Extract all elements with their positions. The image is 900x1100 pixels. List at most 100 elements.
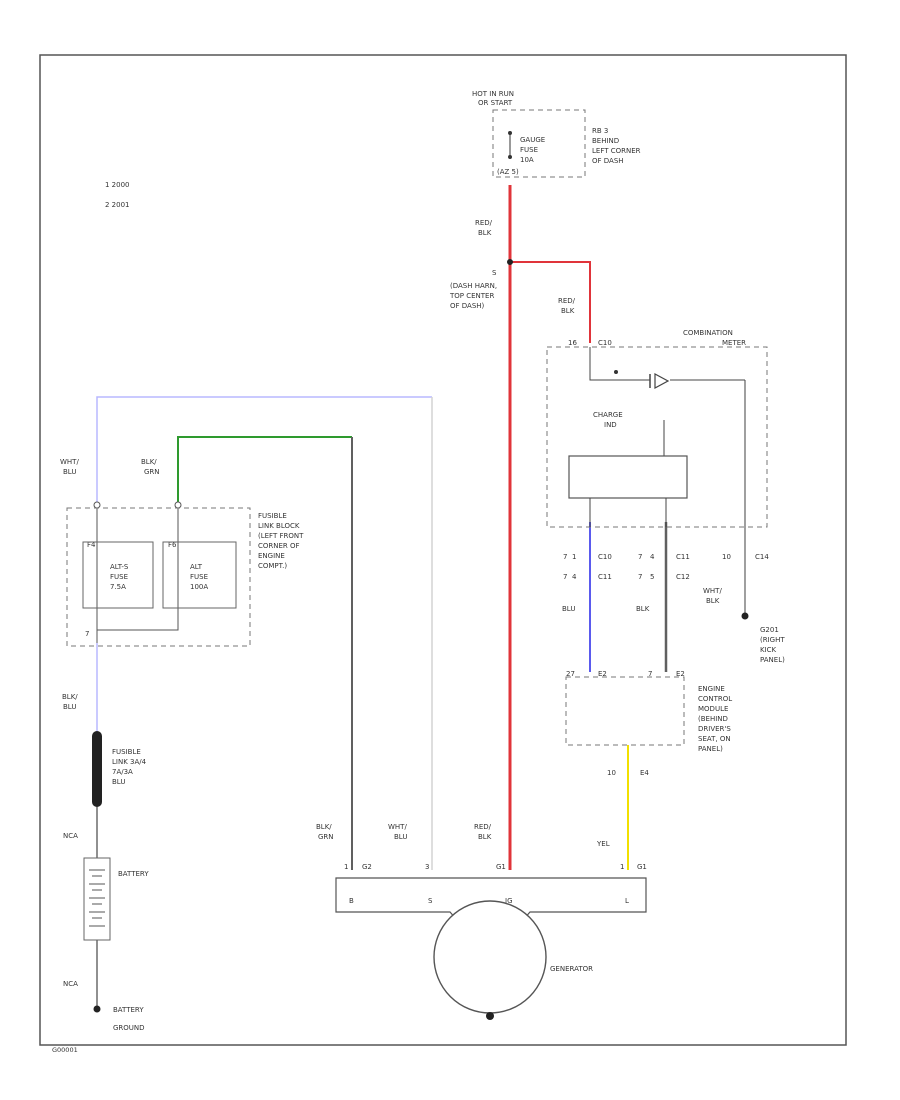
ground-label-1: G201	[760, 626, 779, 634]
wires	[96, 185, 746, 1008]
fb-wire-left-2: BLU	[63, 468, 76, 476]
hot-fuse-loc-4: OF DASH	[592, 157, 624, 165]
ground-g201: WHT/ BLK G201 (RIGHT KICK PANEL)	[703, 587, 785, 664]
meter-pin-row-1: 7 1 C10 7 4 C11 10 C14	[563, 553, 769, 561]
hot-fuse-label-3: 10A	[520, 156, 534, 164]
pin: 4	[650, 553, 655, 561]
gen-pin-2: G2	[362, 863, 372, 871]
diagram-border	[39, 54, 847, 1046]
hot-fuse-label-1: GAUGE	[520, 136, 545, 144]
diagram-id: G00001	[52, 1046, 78, 1054]
hot-fuse-header-2: OR START	[478, 99, 513, 107]
fb-inner-right	[97, 505, 179, 631]
combination-meter: COMBINATION METER 16 C10 CHARGE IND 7 1 …	[546, 329, 769, 613]
pin: 10	[722, 553, 731, 561]
alt-fuse-3: 100A	[190, 583, 208, 591]
ecm-label-7: PANEL)	[698, 745, 723, 753]
fb-pin-left: F4	[87, 541, 96, 549]
gen-pin-3: 3	[425, 863, 429, 871]
fl-wire-1: BLK/	[62, 693, 78, 701]
fb-wire-right-2: GRN	[144, 468, 160, 476]
battery-wire-top: NCA	[63, 832, 78, 840]
terminal-ig: IG	[505, 897, 513, 905]
splice-wire-top-2: BLK	[478, 229, 492, 237]
gen-wire-3a: RED/	[474, 823, 492, 831]
terminal-l: L	[625, 897, 629, 905]
fl-label-3: 7A/3A	[112, 768, 133, 776]
gen-wire-2b: BLU	[394, 833, 407, 841]
meter-wire-blk: BLK	[636, 605, 650, 613]
diode-triangle	[654, 372, 670, 390]
splice-loc-3: OF DASH)	[450, 302, 485, 310]
ecm-bottom-pin: 10	[607, 769, 616, 777]
ecm-bottom-conn: E4	[640, 769, 649, 777]
ecm-pin-2: E2	[598, 670, 607, 678]
gen-pin-1: 1	[344, 863, 348, 871]
fl-label-4: BLU	[112, 778, 125, 786]
ecm-pin-4: E2	[676, 670, 685, 678]
pin: 4	[572, 573, 577, 581]
hot-fuse-sub: (AZ 5)	[497, 168, 519, 176]
gen-wire-3b: BLK	[478, 833, 492, 841]
meter-ind-label-2: IND	[604, 421, 617, 429]
generator: BLK/ GRN WHT/ BLU RED/ BLK 1 G2 3 G1 1 G…	[316, 823, 647, 1020]
splice: RED/ BLK S (DASH HARN, TOP CENTER OF DAS…	[449, 219, 576, 315]
legend-line-1: 1 2000	[105, 181, 130, 189]
ground-wire-1: WHT/	[703, 587, 722, 595]
engine-control-module: 27 E2 7 E2 ENGINE CONTROL MODULE (BEHIND…	[565, 670, 732, 848]
gen-pin-6: G1	[637, 863, 647, 871]
meter-pin-row-2: 7 4 C11 7 5 C12	[563, 573, 690, 581]
fl-wire-2: BLU	[63, 703, 76, 711]
fb-label-3: (LEFT FRONT	[258, 532, 304, 540]
ground-label-4: PANEL)	[760, 656, 785, 664]
pin: 7	[563, 553, 567, 561]
splice-loc-2: TOP CENTER	[449, 292, 494, 300]
ecm-yellow-wire: YEL	[596, 840, 610, 848]
ecm-label-6: SEAT, ON	[698, 735, 731, 743]
fb-wire-left-1: WHT/	[60, 458, 79, 466]
alt-s-fuse	[82, 541, 154, 609]
battery: NCA BATTERY NCA BATTERY GROUND	[63, 832, 149, 1032]
meter-wire-blu: BLU	[562, 605, 575, 613]
terminal-s: S	[428, 897, 433, 905]
splice-id: S	[492, 269, 497, 277]
terminal-b: B	[349, 897, 354, 905]
charge-indicator-lamp	[568, 455, 688, 499]
alt-s-fuse-2: FUSE	[110, 573, 128, 581]
fl-label-2: LINK 3A/4	[112, 758, 147, 766]
splice-loc-1: (DASH HARN,	[450, 282, 497, 290]
ecm-label-4: (BEHIND	[698, 715, 728, 723]
fb-box	[66, 507, 251, 647]
meter-title-1: COMBINATION	[683, 329, 733, 337]
generator-ground-dot	[486, 1012, 494, 1020]
ecm-label-2: CONTROL	[698, 695, 732, 703]
conn: C11	[598, 573, 612, 581]
splice-dot	[507, 259, 513, 265]
hot-fuse-header-1: HOT IN RUN	[472, 90, 514, 98]
pin: 7	[563, 573, 567, 581]
meter-node	[614, 370, 618, 374]
fl-label-1: FUSIBLE	[112, 748, 141, 756]
generator-label: GENERATOR	[550, 965, 593, 973]
gen-pin-5: 1	[620, 863, 624, 871]
fb-label-6: COMPT.)	[258, 562, 287, 570]
alt-fuse-2: FUSE	[190, 573, 208, 581]
wire-red-black-meter	[510, 261, 591, 343]
fb-label-2: LINK BLOCK	[258, 522, 300, 530]
meter-top-conn: C10	[598, 339, 612, 347]
gen-wire-2a: WHT/	[388, 823, 407, 831]
fb-pin-right: F6	[168, 541, 177, 549]
ecm-label-1: ENGINE	[698, 685, 725, 693]
conn: C14	[755, 553, 769, 561]
pin: 5	[650, 573, 654, 581]
ecm-label-5: DRIVER'S	[698, 725, 731, 733]
splice-wire-top-1: RED/	[475, 219, 493, 227]
fb-pin-bottom: 7	[85, 630, 89, 638]
meter-top-pin: 16	[568, 339, 577, 347]
fusible-link-block: WHT/ BLU BLK/ GRN F4 F6 ALT-S FUSE 7.5A …	[60, 458, 304, 647]
gen-wire-1b: GRN	[318, 833, 334, 841]
battery-wire-bottom: NCA	[63, 980, 78, 988]
battery-label: BATTERY	[118, 870, 149, 878]
meter-box	[546, 346, 768, 528]
